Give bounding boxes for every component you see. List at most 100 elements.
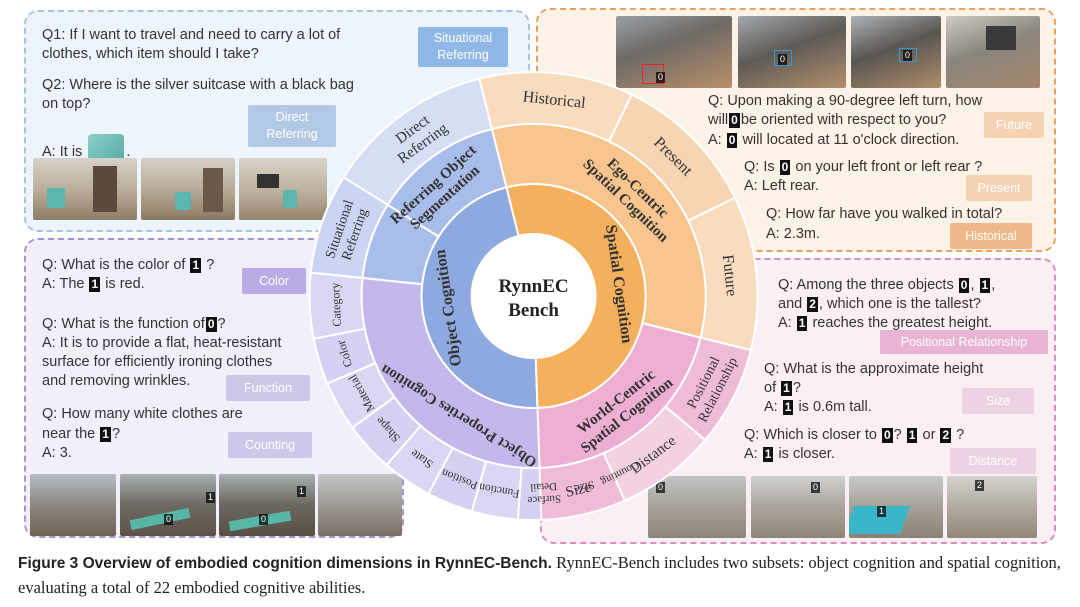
world-a1: A: 1 reaches the greatest height. bbox=[778, 314, 992, 333]
object-marker: 0 bbox=[205, 317, 217, 332]
direct-referring-tag: Direct Referring bbox=[248, 105, 336, 147]
world-a3-pre: A: bbox=[744, 446, 758, 462]
object-marker: 1 bbox=[100, 427, 111, 442]
caption-text: RynnEC-Bench includes two subsets: objec… bbox=[18, 553, 1061, 597]
ego-a3: A: 2.3m. bbox=[766, 226, 820, 242]
props-frame-2: 1 0 bbox=[120, 474, 216, 536]
props-a2: A: It is to provide a flat, heat-resista… bbox=[42, 335, 282, 351]
ego-frame-2: 0 bbox=[738, 16, 846, 88]
world-q1-pre: Q: Among the three objects bbox=[778, 277, 954, 293]
ego-q2: Q: Is 0 on your left front or left rear … bbox=[744, 158, 982, 177]
figure-caption: Figure 3 Overview of embodied cognition … bbox=[18, 551, 1068, 600]
world-frame-3-label: 1 bbox=[877, 506, 887, 517]
world-frame-2-label: 0 bbox=[811, 482, 821, 493]
props-frame-2-label-b: 0 bbox=[164, 514, 174, 525]
referring-q2: Q2: Where is the silver suitcase with a … bbox=[42, 77, 354, 93]
world-a1-pre: A: bbox=[778, 315, 792, 331]
props-a1: A: The 1 is red. bbox=[42, 275, 145, 294]
props-q3-cont-pre: near the bbox=[42, 426, 96, 442]
historical-tag: Historical bbox=[950, 223, 1032, 249]
props-frame-3-label-a: 1 bbox=[297, 486, 307, 497]
ego-q3: Q: How far have you walked in total? bbox=[766, 206, 1003, 222]
world-q3-post: ? bbox=[956, 427, 965, 443]
color-tag: Color bbox=[242, 268, 306, 294]
object-marker: 1 bbox=[782, 400, 794, 415]
world-q3-mid: ? bbox=[893, 427, 902, 443]
world-a3: A: 1 is closer. bbox=[744, 445, 835, 464]
props-q2-pre: Q: What is the function of bbox=[42, 316, 205, 332]
referring-frame-3 bbox=[239, 158, 327, 220]
present-tag: Present bbox=[966, 175, 1032, 201]
props-frame-1 bbox=[30, 474, 116, 536]
position-segment bbox=[427, 446, 488, 513]
referring-frame-2 bbox=[141, 158, 235, 220]
props-q1-post: ? bbox=[206, 257, 215, 273]
world-q3: Q: Which is closer to 0? 1 or 2 ? bbox=[744, 426, 964, 445]
object-marker: 0 bbox=[958, 278, 970, 293]
object-marker: 2 bbox=[807, 297, 818, 312]
props-frame-3: 1 0 bbox=[219, 474, 315, 536]
object-marker: 1 bbox=[781, 381, 792, 396]
props-q1-pre: Q: What is the color of bbox=[42, 257, 186, 273]
object-marker: 1 bbox=[796, 316, 808, 331]
ego-frame-2-label: 0 bbox=[778, 54, 788, 65]
world-a2-pre: A: bbox=[764, 399, 778, 415]
ego-frame-1: 0 bbox=[616, 16, 732, 88]
size-tag: Size bbox=[962, 388, 1034, 414]
referring-answer-suffix: . bbox=[126, 143, 131, 160]
world-a3-post: is closer. bbox=[778, 446, 835, 462]
object-marker: 1 bbox=[979, 278, 991, 293]
ego-frame-1-label: 0 bbox=[656, 72, 666, 83]
world-q1-cont-pre: and bbox=[778, 296, 803, 312]
referring-q1-cont: clothes, which item should I take? bbox=[42, 46, 259, 62]
object-cognition-label: Object Cognition bbox=[432, 248, 465, 367]
future-tag: Future bbox=[984, 112, 1044, 138]
ego-a1-pre: A: bbox=[708, 132, 722, 148]
props-a1-pre: A: The bbox=[42, 276, 85, 292]
object-marker: 1 bbox=[89, 277, 101, 292]
situational-referring-tag-line1: Situational bbox=[433, 31, 493, 45]
props-a3: A: 3. bbox=[42, 445, 72, 461]
world-q2-cont-post: ? bbox=[792, 380, 801, 396]
props-a2-line2: surface for efficiently ironing clothes bbox=[42, 354, 273, 370]
position-segment-label: Position bbox=[440, 466, 480, 491]
props-q3: Q: How many white clothes are bbox=[42, 406, 243, 422]
ego-q2-post: on your left front or left rear ? bbox=[795, 159, 983, 175]
world-q3-pre: Q: Which is closer to bbox=[744, 427, 877, 443]
function-segment bbox=[470, 460, 523, 521]
ego-q2-pre: Q: Is bbox=[744, 159, 775, 175]
world-frame-2: 0 bbox=[751, 476, 845, 538]
ego-q1-cont-post: be oriented with respect to you? bbox=[740, 112, 947, 128]
object-marker: 1 bbox=[762, 447, 774, 462]
direct-referring-tag-line2: Referring bbox=[266, 127, 318, 141]
world-a2: A: 1 is 0.6m tall. bbox=[764, 398, 872, 417]
props-q2-post: ? bbox=[217, 316, 226, 332]
situational-referring-tag-line2: Referring bbox=[437, 48, 489, 62]
referring-q2-cont: on top? bbox=[42, 96, 91, 112]
function-segment-label: Function bbox=[478, 480, 521, 499]
world-q3-or: or bbox=[922, 427, 936, 443]
world-q2: Q: What is the approximate height bbox=[764, 361, 984, 377]
object-marker: 0 bbox=[726, 133, 738, 148]
positional-relationship-tag: Positional Relationship bbox=[880, 330, 1048, 354]
state-segment-label: State bbox=[408, 446, 436, 471]
object-marker: 1 bbox=[906, 428, 918, 443]
ego-a2: A: Left rear. bbox=[744, 178, 819, 194]
props-q3-cont-post: ? bbox=[111, 426, 121, 442]
props-a2-line3: and removing wrinkles. bbox=[42, 373, 191, 389]
ego-q1-cont-pre: will bbox=[708, 112, 729, 128]
world-a2-post: is 0.6m tall. bbox=[798, 399, 872, 415]
world-frame-4: 2 bbox=[947, 476, 1037, 538]
props-frame-3-label-b: 0 bbox=[259, 514, 269, 525]
distance-tag: Distance bbox=[950, 448, 1036, 474]
world-a1-post: reaches the greatest height. bbox=[812, 315, 993, 331]
referring-answer-prefix: A: It is bbox=[42, 143, 83, 160]
object-marker: 0 bbox=[881, 428, 893, 443]
world-frame-1-label: 0 bbox=[656, 482, 666, 493]
ego-q1: Q: Upon making a 90-degree left turn, ho… bbox=[708, 93, 983, 109]
object-marker: 0 bbox=[729, 113, 740, 128]
props-frame-4 bbox=[318, 474, 402, 536]
ego-a1-post: will located at 11 o'clock direction. bbox=[742, 132, 960, 148]
